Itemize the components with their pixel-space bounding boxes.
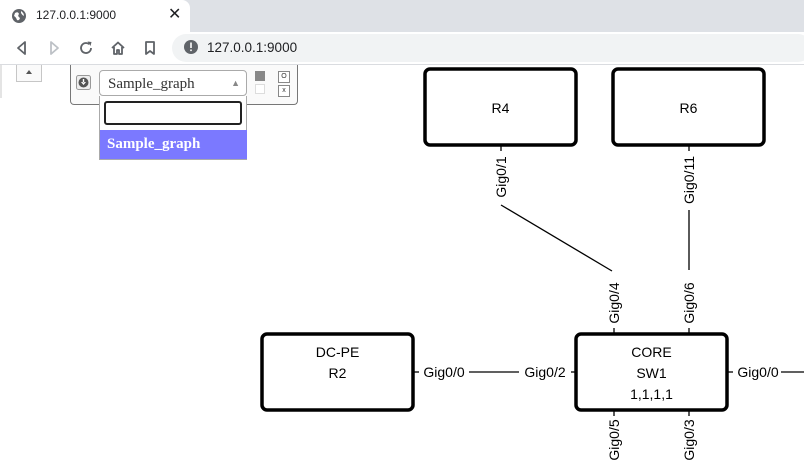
browser-tab[interactable]: 127.0.0.1:9000 ✕ (0, 0, 190, 32)
url-text: 127.0.0.1:9000 (207, 40, 298, 55)
dropdown-option[interactable]: Sample_graph (100, 130, 247, 159)
port-label-sw1-gig0-0: Gig0/0 (737, 364, 778, 380)
page-content: Sample_graph ▲ O x Sample_graph (0, 65, 804, 464)
grey-swatch[interactable] (255, 71, 265, 81)
node-r6[interactable]: R6 (611, 67, 766, 147)
dropdown-search-input[interactable] (104, 101, 242, 125)
address-bar[interactable] (172, 34, 804, 62)
triangle-up-icon (26, 70, 32, 74)
node-r6-label: R6 (680, 100, 698, 116)
node-r4-label: R4 (492, 100, 510, 116)
close-icon[interactable]: ✕ (168, 6, 182, 23)
tab-title: 127.0.0.1:9000 (36, 8, 117, 22)
download-icon[interactable] (76, 75, 91, 90)
info-icon[interactable] (183, 39, 199, 55)
back-icon[interactable] (12, 38, 32, 58)
node-sw1[interactable]: CORE SW1 1,1,1,1 (574, 332, 729, 412)
port-label-r2-gig0-0: Gig0/0 (423, 364, 464, 380)
port-label-sw1-gig0-5: Gig0/5 (606, 419, 622, 460)
port-label-sw1-gig0-3: Gig0/3 (681, 419, 697, 460)
home-icon[interactable] (108, 38, 128, 58)
globe-icon (12, 9, 26, 23)
graph-select[interactable]: Sample_graph ▲ (99, 70, 247, 96)
dropdown-option-label: Sample_graph (107, 136, 201, 152)
node-sw1-label-2: SW1 (636, 365, 667, 381)
graph-select-dropdown: Sample_graph (99, 96, 247, 160)
port-label-sw1-gig0-6: Gig0/6 (681, 282, 697, 323)
port-label-r6-gig0-11: Gig0/11 (681, 156, 697, 204)
node-r2-label-2: R2 (329, 365, 347, 381)
port-label-r4-gig0-1: Gig0/1 (493, 156, 509, 197)
close-x-button[interactable]: x (278, 85, 290, 97)
node-sw1-label-3: 1,1,1,1 (630, 386, 673, 402)
forward-icon[interactable] (44, 38, 64, 58)
link-r4-sw1 (500, 204, 613, 272)
collapse-button[interactable] (16, 65, 42, 82)
option-o-button[interactable]: O (278, 71, 290, 83)
graph-control-panel: Sample_graph ▲ O x (70, 65, 298, 105)
node-r2-label-1: DC-PE (316, 344, 360, 360)
white-swatch[interactable] (255, 84, 265, 94)
bookmark-icon[interactable] (140, 38, 160, 58)
reload-icon[interactable] (76, 38, 96, 58)
node-sw1-label-1: CORE (631, 344, 671, 360)
node-r2[interactable]: DC-PE R2 (260, 332, 415, 412)
triangle-up-icon: ▲ (231, 78, 240, 88)
node-r4[interactable]: R4 (423, 67, 578, 147)
port-label-sw1-gig0-2: Gig0/2 (524, 364, 565, 380)
graph-select-value: Sample_graph (108, 76, 195, 92)
side-divider (0, 65, 2, 98)
port-label-sw1-gig0-4: Gig0/4 (606, 282, 622, 323)
tab-strip: 127.0.0.1:9000 ✕ (0, 0, 804, 32)
